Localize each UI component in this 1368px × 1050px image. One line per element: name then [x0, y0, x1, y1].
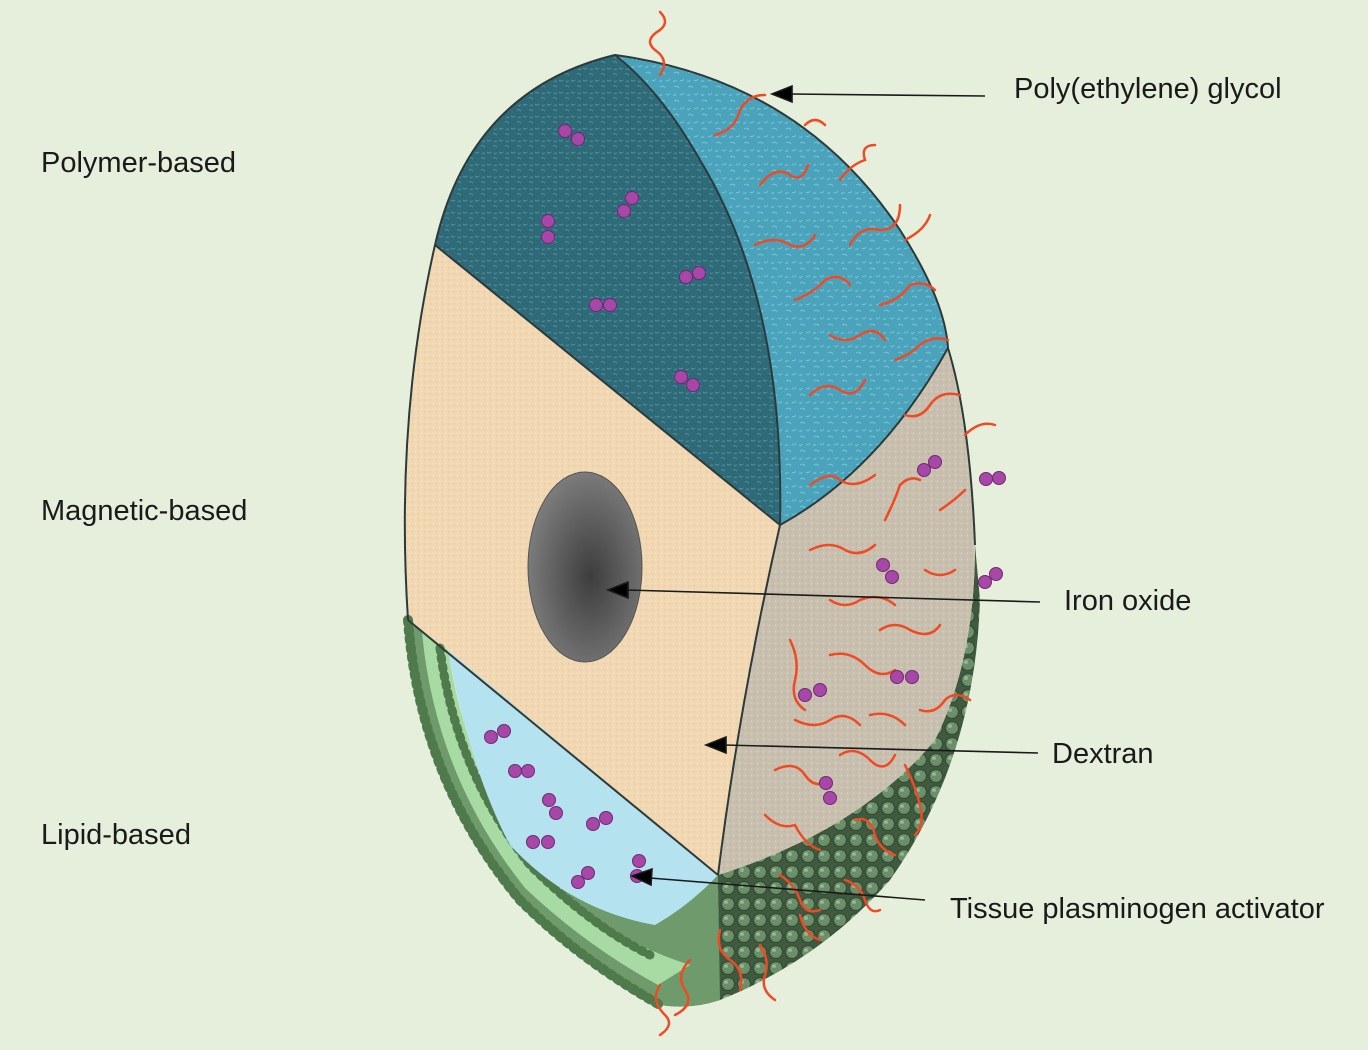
peg-chain: [798, 913, 822, 942]
peg-chain: [938, 488, 967, 512]
peg-chain: [803, 118, 827, 127]
peg-chain: [778, 873, 822, 913]
tpa-molecule: [617, 191, 639, 218]
peg-chain: [923, 568, 957, 577]
peg-chain: [713, 93, 767, 137]
tpa-molecule: [526, 835, 555, 849]
peg-label: Poly(ethylene) glycol: [1014, 73, 1282, 105]
peg-chain: [648, 10, 667, 77]
peg-chain: [848, 203, 902, 247]
tpa-molecule: [508, 764, 535, 778]
peg-chain: [963, 422, 997, 437]
peg-chain: [838, 749, 897, 768]
tpa-molecule: [541, 214, 555, 244]
peg-chain: [828, 652, 897, 676]
peg-chain: [903, 763, 923, 837]
peg-chain: [883, 477, 922, 522]
polymer-based-label: Polymer-based: [41, 147, 237, 179]
tpa-molecule: [542, 793, 563, 820]
lipid-core: [448, 650, 718, 925]
peg-chain: [878, 623, 942, 636]
peg-chain: [903, 392, 962, 418]
tpa-molecule: [679, 266, 706, 284]
tpa-molecule: [571, 866, 595, 889]
peg-chain: [838, 143, 877, 182]
callout-arrows: [605, 84, 1041, 901]
peg-chain: [868, 712, 907, 727]
dextran-arrow-head: [703, 735, 727, 755]
peg-chain: [918, 693, 972, 713]
tpa-molecule: [876, 558, 899, 584]
peg-chain: [903, 213, 932, 242]
section-outlines: [403, 53, 976, 876]
tpa-molecule: [586, 811, 613, 831]
peg-chain: [793, 275, 852, 302]
tpa-label: Tissue plasminogen activator: [950, 893, 1325, 925]
peg-chain: [893, 337, 950, 362]
polymer-surface: [615, 55, 948, 525]
peg-chain: [758, 163, 810, 187]
peg-chain: [878, 282, 937, 307]
dextran-label: Dextran: [1052, 738, 1154, 770]
dextran-arrow-line: [723, 744, 1039, 754]
lipid-outer-shell: [660, 545, 980, 1007]
peg-chain: [654, 983, 671, 1037]
tpa-molecule: [979, 471, 1006, 486]
peg-chain: [828, 329, 887, 342]
iron-oxide-arrow-line: [625, 589, 1041, 603]
tpa-arrow-line: [649, 877, 926, 901]
tpa-molecules: [484, 124, 1006, 889]
magnetic-based-label: Magnetic-based: [41, 495, 248, 527]
tpa-molecule: [558, 124, 585, 146]
lipid-based-label: Lipid-based: [41, 819, 191, 851]
peg-chain: [793, 714, 862, 727]
tpa-molecule: [890, 670, 919, 684]
peg-chain: [753, 233, 817, 248]
tpa-molecule: [589, 298, 617, 312]
tpa-molecule: [798, 683, 827, 702]
iron-oxide-core: [527, 471, 643, 663]
tpa-molecule: [819, 776, 837, 805]
peg-chain: [788, 638, 807, 712]
tpa-arrow-head: [629, 867, 653, 887]
peg-chain: [763, 813, 822, 852]
peg-chain: [808, 543, 877, 555]
tpa-molecule: [978, 567, 1003, 589]
tpa-molecule: [674, 370, 700, 392]
peg-chains: [648, 10, 997, 1037]
polymer-front: [435, 55, 781, 525]
peg-chain: [843, 878, 882, 913]
tpa-molecule: [484, 724, 511, 744]
tpa-molecule: [917, 455, 942, 477]
peg-arrow-line: [789, 93, 986, 97]
peg-chain: [808, 378, 867, 397]
peg-chain: [828, 595, 897, 607]
peg-chain: [758, 943, 777, 1002]
peg-chain: [717, 928, 743, 992]
peg-chain: [853, 817, 897, 857]
iron-oxide-arrow-head: [605, 580, 629, 600]
peg-chain: [673, 958, 692, 1017]
peg-chain: [808, 473, 877, 487]
peg-arrow-head: [769, 84, 793, 104]
iron-oxide-label: Iron oxide: [1064, 585, 1192, 617]
